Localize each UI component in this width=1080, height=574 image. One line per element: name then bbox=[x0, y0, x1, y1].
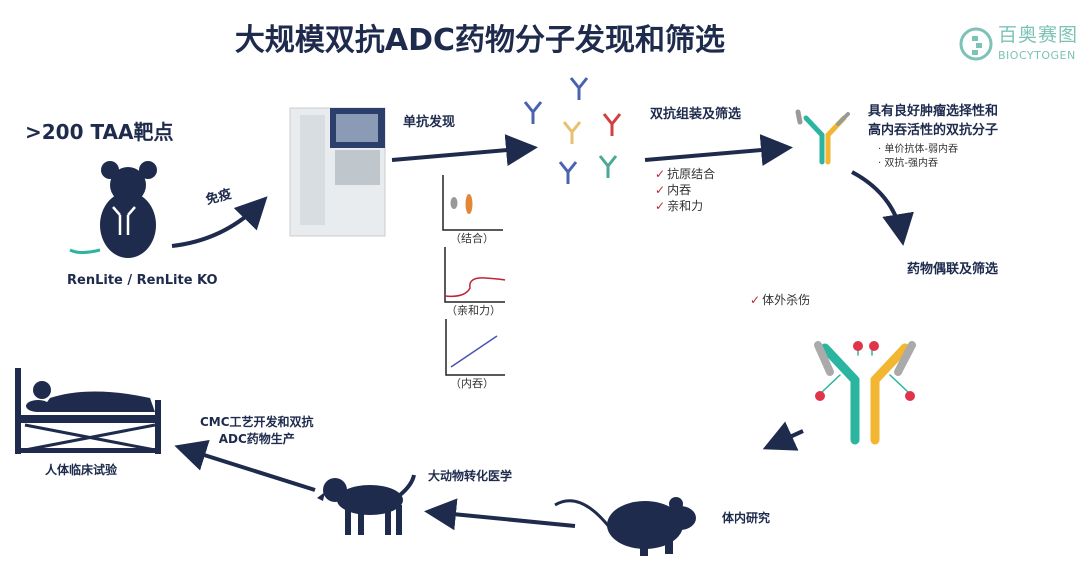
mouse-icon bbox=[69, 161, 157, 258]
chart-affinity bbox=[444, 247, 506, 303]
chart-internalization bbox=[445, 319, 505, 376]
in-vitro-item: ✓体外杀伤 bbox=[750, 293, 811, 307]
chart-binding-label: （结合） bbox=[450, 232, 494, 245]
check-icon: ✓ bbox=[750, 293, 761, 307]
bsab-bullets: · 单价抗体-弱内吞· 双抗-强内吞 bbox=[878, 144, 958, 169]
patient-bed-icon bbox=[15, 368, 161, 454]
check-list: ✓抗原结合 ✓内吞 ✓亲和力 bbox=[655, 166, 715, 214]
adc-icon bbox=[814, 341, 916, 445]
check-item: ✓亲和力 bbox=[655, 199, 704, 213]
logo-text-en: BIOCYTOGEN bbox=[998, 49, 1076, 62]
antibody-icons bbox=[523, 77, 622, 184]
conjugation-label: 药物偶联及筛选 bbox=[907, 262, 999, 277]
in-vivo-label: 体内研究 bbox=[722, 511, 771, 525]
rat-icon bbox=[554, 497, 696, 556]
clinical-label: 人体临床试验 bbox=[45, 463, 118, 477]
bsab-result-title: 具有良好肿瘤选择性和高内吞活性的双抗分子 bbox=[868, 104, 999, 138]
large-animal-label: 大动物转化医学 bbox=[428, 469, 513, 483]
check-icon: ✓ bbox=[655, 199, 666, 213]
screening-instrument-icon bbox=[289, 107, 386, 237]
arrow-invivo bbox=[762, 421, 804, 451]
dog-icon bbox=[317, 474, 416, 535]
arrow-bsab bbox=[644, 134, 793, 166]
chart-binding bbox=[442, 175, 503, 231]
arrow-mab bbox=[391, 134, 538, 167]
logo-text-cn: 百奥赛图 bbox=[998, 24, 1079, 46]
check-icon: ✓ bbox=[655, 167, 666, 181]
taa-label: >200 TAA靶点 bbox=[25, 120, 174, 144]
chart-internalization-label: （内吞） bbox=[450, 377, 494, 390]
mouse-model-label: RenLite / RenLite KO bbox=[67, 273, 218, 288]
arrow-cmc bbox=[174, 439, 316, 492]
arrow-immunize bbox=[171, 196, 268, 248]
check-icon: ✓ bbox=[655, 183, 666, 197]
arrow-conjugation bbox=[851, 170, 914, 246]
logo-icon bbox=[959, 27, 993, 61]
mab-discovery-label: 单抗发现 bbox=[403, 115, 456, 130]
check-item: ✓抗原结合 bbox=[655, 167, 716, 181]
check-item: ✓内吞 bbox=[655, 183, 692, 197]
page-title: 大规模双抗ADC药物分子发现和筛选 bbox=[234, 23, 726, 58]
arrow-large-animal bbox=[424, 498, 576, 531]
bispecific-antibody-icon bbox=[795, 109, 850, 165]
bsab-assembly-label: 双抗组装及筛选 bbox=[650, 107, 742, 122]
chart-affinity-label: （亲和力） bbox=[446, 304, 501, 317]
